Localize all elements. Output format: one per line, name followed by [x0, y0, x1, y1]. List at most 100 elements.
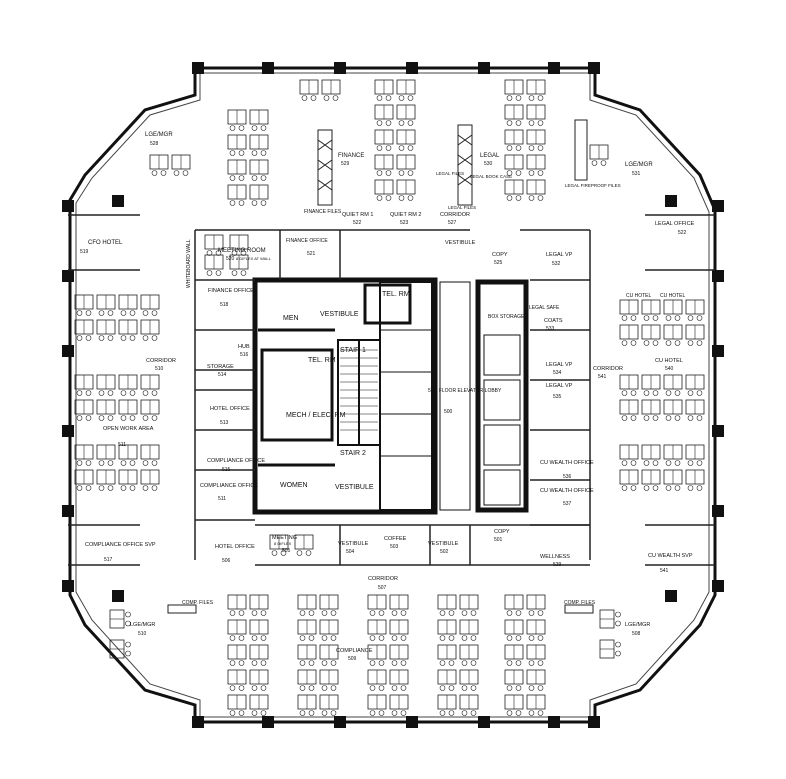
room-labels: FINANCE 529 LEGAL 530 LGE/MGR 528 LGE/MG… — [80, 132, 695, 662]
label-tel-rm-1: TEL. RM — [382, 291, 410, 298]
number-cu-wealth-office-2: 537 — [563, 501, 572, 507]
label-legal-safe: LEGAL SAFE — [529, 305, 560, 311]
number-corridor-right: 541 — [598, 374, 607, 380]
number-finance-office-top: 521 — [307, 251, 316, 257]
label-legal: LEGAL — [480, 153, 500, 159]
label-lge-mgr-br: LGE/MGR — [625, 622, 650, 628]
label-stair-2: STAIR 2 — [340, 450, 366, 457]
label-coats: COATS — [544, 318, 563, 324]
label-open-work-area: OPEN WORK AREA — [103, 426, 154, 432]
number-open-work-area: 511 — [118, 442, 126, 448]
number-coffee: 503 — [390, 544, 399, 550]
label-legal-vp-3: LEGAL VP — [546, 383, 573, 389]
label-vestibule-mid: VESTIBULE — [320, 311, 359, 318]
number-corridor-bottom: 507 — [378, 585, 387, 591]
number-copy-top: 525 — [494, 260, 503, 266]
label-legal-book-case: LEGAL BOOK CASE — [470, 174, 512, 179]
label-cu-hotel: CU HOTEL — [655, 358, 683, 364]
label-vestibule-604: VESTIBULE — [338, 541, 369, 547]
label-meeting-bottom: MEETING — [272, 535, 297, 541]
label-corridor-top: CORRIDOR — [440, 212, 470, 218]
label-hub: HUB — [238, 344, 250, 350]
label-cu-hotel-1: CU HOTEL — [626, 293, 652, 299]
number-legal-vp-2: 534 — [553, 370, 562, 376]
label-coffee: COFFEE — [384, 536, 407, 542]
label-hotel-office-left: HOTEL OFFICE — [210, 406, 250, 412]
number-vestibule-604: 504 — [346, 549, 355, 555]
number-compliance-office-2: 511 — [218, 496, 226, 502]
number-cu-wealth-svp: 541 — [660, 568, 669, 574]
label-legal-files: LEGAL FILES — [436, 171, 464, 176]
number-cfo-hotel: 519 — [80, 249, 89, 255]
label-vestibule-502: VESTIBULE — [428, 541, 459, 547]
number-hub: 516 — [240, 352, 249, 358]
number-legal-vp-top: 532 — [552, 261, 561, 267]
number-copy-bottom: 501 — [494, 537, 503, 543]
label-mech-elec: MECH / ELEC. RM — [286, 412, 346, 419]
label-compliance: COMPLIANCE — [336, 648, 373, 654]
file-cabinets — [167, 119, 594, 614]
number-quiet-rm-2: 523 — [400, 220, 409, 226]
number-cu-wealth-office-1: 536 — [563, 474, 572, 480]
label-women: WOMEN — [280, 482, 308, 489]
number-hotel-office-left: 513 — [220, 420, 229, 426]
label-legal-vp-2: LEGAL VP — [546, 362, 573, 368]
note-meeting-bottom: 8 DIFLEX — [274, 541, 292, 546]
number-vestibule-502: 502 — [440, 549, 449, 555]
label-cu-wealth-office-2: CU WEALTH OFFICE — [540, 488, 594, 494]
label-quiet-rm-2: QUIET RM 2 — [390, 212, 421, 218]
label-meeting-room: MEETING ROOM — [218, 248, 266, 254]
label-finance-office-left: FINANCE OFFICE — [208, 288, 254, 294]
label-cfo-hotel: CFO HOTEL — [88, 240, 123, 246]
label-corridor-left: CORRIDOR — [146, 358, 176, 364]
interior-partitions — [68, 214, 715, 566]
label-compliance-office: COMPLIANCE OFFICE — [207, 458, 265, 464]
label-legal-files-2: LEGAL FILES — [448, 205, 476, 210]
number-corridor-left: 510 — [155, 366, 164, 372]
workstations — [74, 79, 705, 716]
label-vestibule-top: VESTIBULE — [445, 240, 476, 246]
label-finance-files: FINANCE FILES — [304, 209, 342, 215]
number-storage: 514 — [218, 372, 227, 378]
label-copy-bottom: COPY — [494, 529, 510, 535]
note-meeting-room: 8 DIFLEX AT WALL — [236, 256, 272, 261]
label-cu-hotel-2: CU HOTEL — [660, 293, 686, 299]
label-legal-fireproof: LEGAL FIREPROOF FILES — [565, 183, 621, 188]
number-lge-mgr-tl: 528 — [150, 141, 159, 147]
label-lge-mgr-bl: LGE/MGR — [130, 622, 155, 628]
label-finance-office-top: FINANCE OFFICE — [286, 238, 328, 244]
label-comp-files-left: COMP. FILES — [182, 600, 214, 606]
number-hotel-office-bottom: 506 — [222, 558, 231, 564]
label-cu-wealth-svp: CU WEALTH SVP — [648, 553, 693, 559]
label-lge-mgr-tl: LGE/MGR — [145, 132, 173, 138]
label-tel-rm-2: TEL. RM — [308, 357, 336, 364]
building-core — [252, 277, 529, 515]
label-copy-top: COPY — [492, 252, 508, 258]
label-finance: FINANCE — [338, 153, 364, 159]
number-cu-hotel: 540 — [665, 366, 674, 372]
label-elevator-lobby: 5TH FLOOR ELEVATOR LOBBY — [428, 388, 502, 394]
number-compliance-svp: 517 — [104, 557, 113, 563]
number-coats: 533 — [546, 326, 555, 332]
label-box-storage: BOX STORAGE — [488, 314, 525, 320]
number-finance: 529 — [341, 161, 350, 167]
number-finance-office-left: 518 — [220, 302, 229, 308]
label-compliance-svp: COMPLIANCE OFFICE SVP — [85, 542, 156, 548]
label-lge-mgr-tr: LGE/MGR — [625, 162, 653, 168]
label-quiet-rm-1: QUIET RM 1 — [342, 212, 373, 218]
label-stair-1: STAIR 1 — [340, 347, 366, 354]
label-storage: STORAGE — [207, 364, 234, 370]
label-vestibule-bot: VESTIBULE — [335, 484, 374, 491]
number-legal: 530 — [484, 161, 493, 167]
exterior-wall — [68, 66, 717, 724]
number-meeting-bottom: 505 — [282, 548, 291, 554]
number-lge-mgr-tr: 531 — [632, 171, 641, 177]
label-corridor-bottom: CORRIDOR — [368, 576, 398, 582]
label-men: MEN — [283, 315, 299, 322]
number-legal-vp-3: 535 — [553, 394, 562, 400]
label-wellness: WELLNESS — [540, 554, 570, 560]
label-comp-files-right: COMP. FILES — [564, 600, 596, 606]
number-corridor-top: 527 — [448, 220, 457, 226]
label-legal-office: LEGAL OFFICE — [655, 221, 695, 227]
